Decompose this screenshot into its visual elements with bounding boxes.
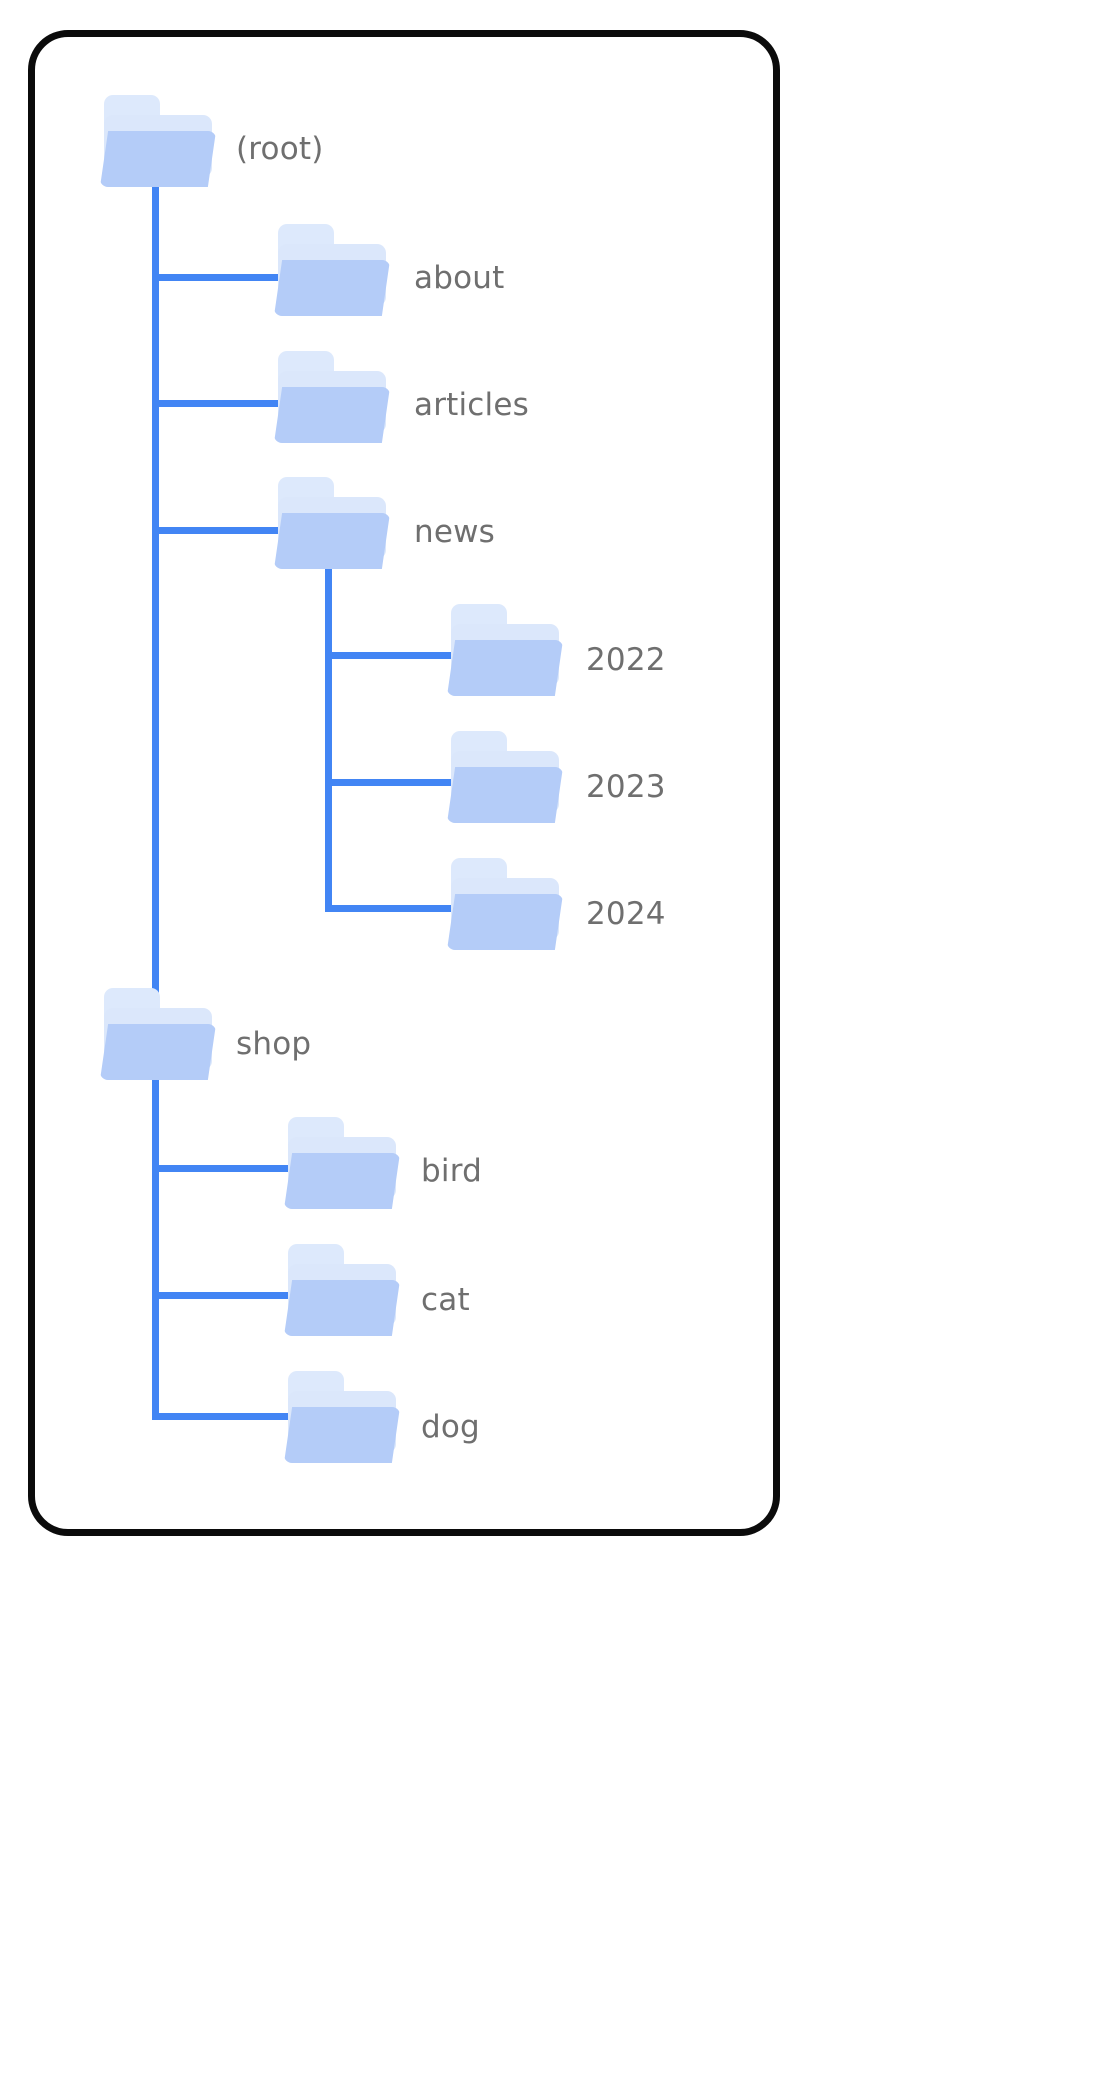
connector-news-spine	[325, 552, 332, 912]
folder-icon[interactable]	[100, 95, 220, 187]
node-label-bird: bird	[421, 1153, 482, 1189]
folder-icon[interactable]	[100, 988, 220, 1080]
connector-news-2022	[325, 652, 461, 659]
connector-shop-dog	[152, 1413, 298, 1420]
folder-icon[interactable]	[447, 604, 567, 696]
folder-icon[interactable]	[274, 351, 394, 443]
connector-news-2024	[325, 905, 461, 912]
node-label-2023: 2023	[586, 769, 666, 805]
connector-shop-spine	[152, 1065, 159, 1420]
node-label-shop: shop	[236, 1026, 312, 1062]
folder-icon[interactable]	[274, 477, 394, 569]
node-label-2024: 2024	[586, 896, 666, 932]
folder-icon[interactable]	[284, 1117, 404, 1209]
folder-icon[interactable]	[284, 1371, 404, 1463]
connector-root-spine	[152, 172, 159, 1020]
folder-icon[interactable]	[274, 224, 394, 316]
connector-shop-cat	[152, 1292, 298, 1299]
node-label-articles: articles	[414, 387, 529, 423]
connector-news-2023	[325, 779, 461, 786]
node-label-news: news	[414, 514, 496, 550]
node-label-root: (root)	[236, 131, 324, 167]
folder-icon[interactable]	[447, 858, 567, 950]
folder-icon[interactable]	[447, 731, 567, 823]
connector-root-articles	[152, 400, 288, 407]
connector-root-about	[152, 274, 288, 281]
node-label-cat: cat	[421, 1282, 470, 1318]
node-label-2022: 2022	[586, 642, 666, 678]
node-label-dog: dog	[421, 1409, 480, 1445]
connector-shop-bird	[152, 1165, 298, 1172]
connector-root-news	[152, 527, 288, 534]
node-label-about: about	[414, 260, 505, 296]
folder-icon[interactable]	[284, 1244, 404, 1336]
